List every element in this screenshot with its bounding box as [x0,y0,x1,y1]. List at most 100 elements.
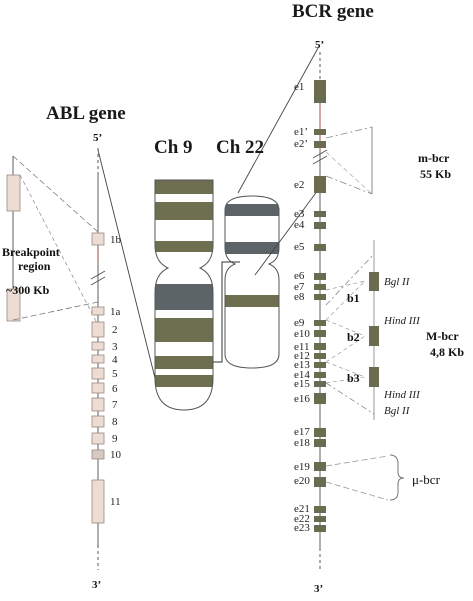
abl-region-box-bottom [6,288,21,322]
M-bcr-size: 4,8 Kb [430,345,465,359]
mu-bcr-connector-top [325,455,389,467]
abl-region-box-top [6,174,21,212]
abl-exon-label-11: 11 [110,496,121,508]
abl-exon-3 [91,341,105,351]
abl-exon-5 [91,367,105,380]
abl-exon-6 [91,382,105,394]
ch9-band-4 [155,284,213,310]
ch9-band-5 [155,318,213,342]
bcr-exon-e13 [314,362,326,368]
M-bcr-exon-b2 [369,326,379,346]
bcr-exon-e1p [314,129,326,135]
M-bcr-connector-top [325,253,375,306]
bcr-exon-label-e9: e9 [294,317,305,329]
bcr-exon-e1 [314,80,326,103]
ch22-outline [224,195,280,369]
bcr-exon-label-e22: e22 [294,513,310,525]
abl-exon-1a [91,306,105,316]
bcr-exon-label-e12: e12 [294,350,310,362]
ch22-to-bcr-line-bottom [254,189,319,276]
bcr-exon-e5 [314,244,326,251]
b1-connector-b [325,280,366,321]
bcr-exon-label-e3: e3 [294,208,305,220]
ch22-to-bcr-line-top [237,47,319,194]
ch9-band-1 [155,180,213,194]
m-bcr-connector-top [325,126,373,139]
b2-connector-a [325,319,366,337]
M-bcr-connector-bottom [325,382,375,415]
breakpoint-size: ~300 Kb [6,283,50,297]
bcr-exon-label-e19: e19 [294,461,310,473]
abl-exon-label-1a: 1a [110,306,121,318]
abl-exon-label-1b: 1b [110,234,121,246]
ch22-band-3 [225,295,279,307]
bcr-exon-e10 [314,330,326,337]
bcr-exon-label-e2: e2 [294,179,305,191]
abl-exon-11 [91,479,105,524]
abl-exon-label-8: 8 [112,416,118,428]
bcr-exon-label-e11: e11 [294,341,310,353]
bcr-exon-label-e4: e4 [294,219,305,231]
abl-exon-8 [91,415,105,428]
abl-axis-break [90,270,106,286]
bcr-exon-e8 [314,294,326,300]
bcr-exon-e14 [314,372,326,378]
b2-connector-b [325,335,366,363]
breakpoint-label-line1: Breakpoint [2,245,60,259]
abl-exon-label-9: 9 [112,433,118,445]
bcr-exon-label-e14: e14 [294,369,310,381]
mu-bcr-brace [389,454,405,501]
bcr-exon-label-e16: e16 [294,393,310,405]
bcr-three-prime: 3’ [314,583,324,595]
ch9-outline [154,179,214,411]
breakpoint-b1: b1 [347,291,360,305]
abl-exon-9 [91,432,105,445]
abl-gene [6,148,156,570]
ch9-ch22-connector [213,261,240,363]
bcr-exon-label-e8: e8 [294,291,305,303]
abl-exon-4 [91,354,105,364]
bcr-exon-e18 [314,439,326,447]
m-bcr-label: m-bcr [418,151,450,165]
abl-exon-1b [91,232,105,246]
M-bcr-exon-b3 [369,367,379,387]
m-bcr-connector-bottom [325,175,373,195]
breakpoint-b2: b2 [347,330,360,344]
bcr-exon-label-e15: e15 [294,378,310,390]
bcr-exon-e11 [314,343,326,350]
bcr-exon-e20 [314,477,326,487]
abl-exon-label-3: 3 [112,341,118,353]
bcr-exon-label-e10: e10 [294,328,310,340]
abl-exon-label-10: 10 [110,449,121,461]
bcr-exon-e7 [314,284,326,290]
chromosome-9 [154,179,214,411]
abl-exon-label-5: 5 [112,368,118,380]
breakpoint-label-line2: region [18,259,51,273]
bcr-exon-e23 [314,525,326,532]
ch22-band-2 [225,242,279,254]
mu-bcr-connector-bottom [325,481,389,501]
abl-region-connector-mid [19,174,99,326]
abl-title: ABL gene [46,103,126,124]
bcr-exon-e4 [314,222,326,229]
bcr-exon-label-e1p: e1’ [294,126,309,138]
bcr-title: BCR gene [292,1,374,22]
bcr-exon-label-e1: e1 [294,81,305,93]
bcr-exon-e16 [314,393,326,404]
bcr-five-prime: 5’ [315,39,325,51]
bcr-exon-e17 [314,428,326,437]
abl-exon-2 [91,321,105,338]
ch22-band-1 [225,204,279,216]
ch9-band-2 [155,202,213,220]
m-bcr-connector-cross [325,151,373,195]
enzyme-bgl-ii-top: Bgl II [384,276,410,288]
bcr-exon-e12 [314,353,326,359]
abl-five-prime: 5’ [93,132,103,144]
abl-exon-10 [91,449,105,460]
ch22-title: Ch 22 [216,137,265,158]
bcr-gene [312,52,405,572]
M-bcr-label: M-bcr [426,329,459,343]
enzyme-bgl-ii-bottom: Bgl II [384,405,410,417]
bcr-exon-label-e20: e20 [294,475,310,487]
